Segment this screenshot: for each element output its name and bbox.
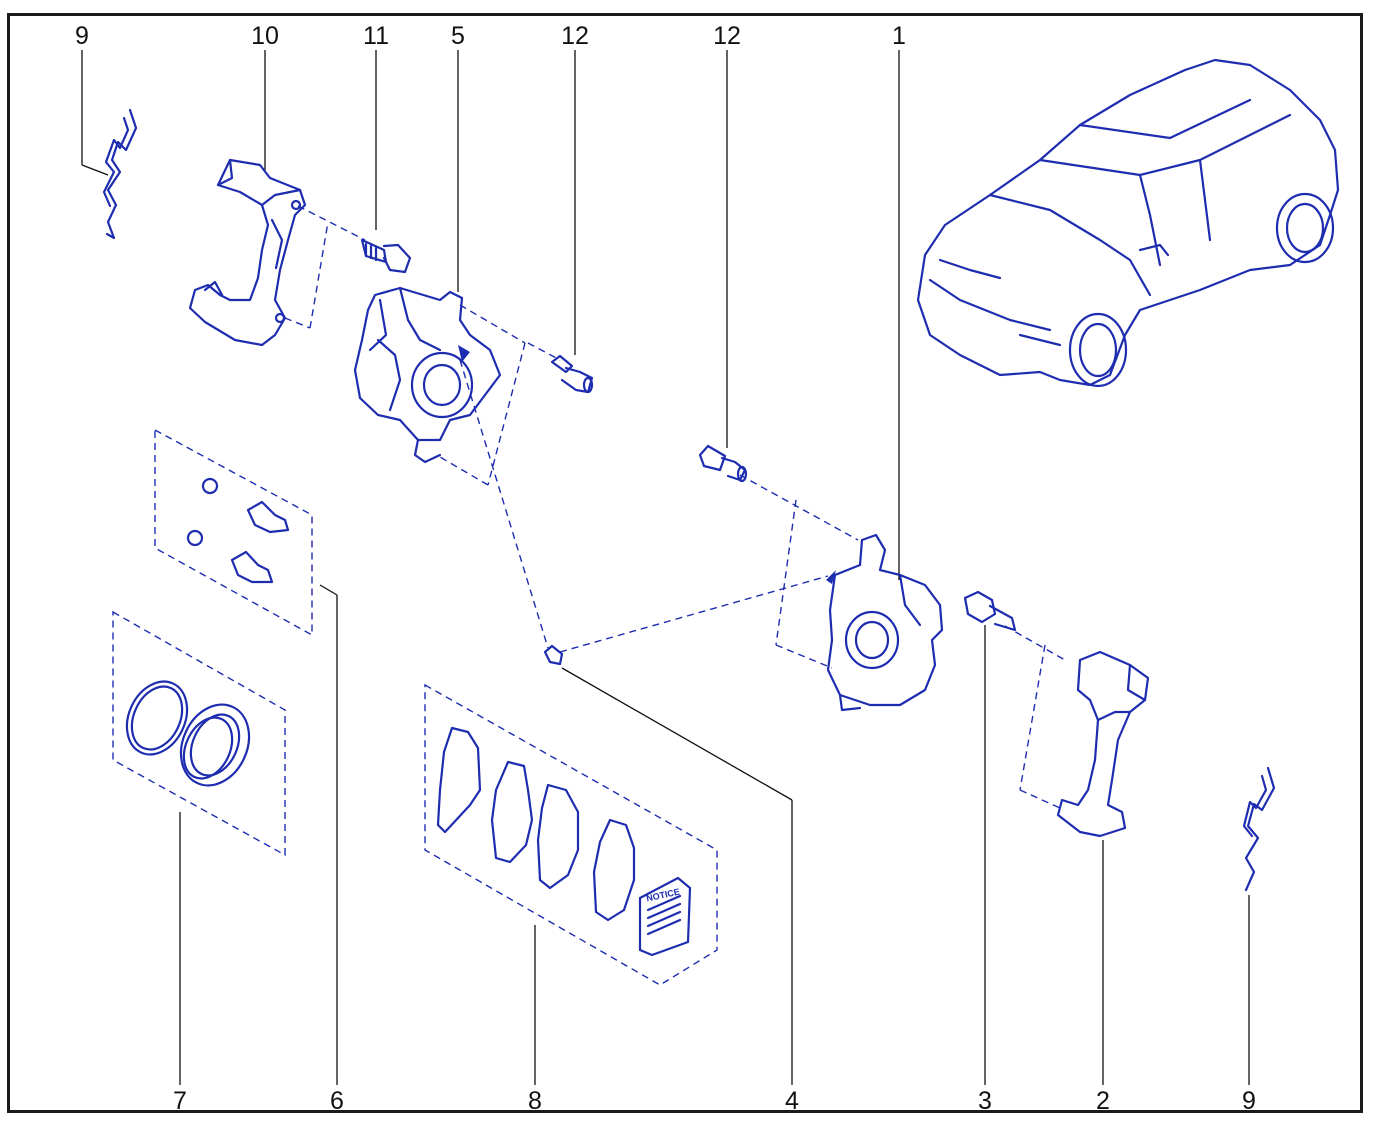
carrier-bracket-right-icon — [1056, 650, 1150, 838]
brake-caliper-right-icon — [826, 533, 944, 712]
dashed-guides — [112, 205, 1066, 986]
callout-1: 1 — [892, 22, 906, 50]
leader-lines — [81, 50, 1250, 1085]
bolt-3-icon — [963, 590, 1017, 632]
callout-9-right: 9 — [1242, 1087, 1256, 1115]
bleed-screw-icon — [543, 644, 564, 666]
leader-4 — [561, 667, 793, 801]
callout-7: 7 — [173, 1087, 187, 1115]
callout-8: 8 — [528, 1087, 542, 1115]
brake-pads-icon — [436, 726, 692, 957]
callout-2: 2 — [1096, 1087, 1110, 1115]
piston-seal-kit-icon — [125, 680, 251, 787]
callout-3: 3 — [978, 1087, 992, 1115]
diagram-frame — [7, 13, 1363, 1113]
callout-9-left: 9 — [75, 22, 89, 50]
callout-6: 6 — [330, 1087, 344, 1115]
callout-12-left: 12 — [561, 22, 589, 50]
callout-4: 4 — [785, 1087, 799, 1115]
spring-clip-right-icon — [1244, 766, 1276, 892]
brake-caliper-left-icon — [353, 286, 502, 464]
callout-11: 11 — [363, 22, 389, 50]
guide-pin-kit-icon — [186, 477, 290, 584]
bolt-11-icon — [360, 238, 412, 274]
leader-6 — [319, 584, 338, 596]
guide-pin-12-right-icon — [698, 444, 748, 483]
callout-10: 10 — [251, 22, 279, 50]
guide-pin-12-left-icon — [550, 354, 594, 394]
callout-5: 5 — [451, 22, 465, 50]
spring-clip-left-icon — [105, 108, 138, 240]
vehicle-icon — [916, 58, 1340, 388]
kit-7-box — [112, 610, 286, 857]
carrier-bracket-left-icon — [188, 158, 307, 347]
kit-6-box — [154, 428, 313, 637]
callout-12-right: 12 — [713, 22, 741, 50]
notice-leaflet-icon — [638, 876, 692, 957]
kit-8-box — [424, 683, 718, 986]
